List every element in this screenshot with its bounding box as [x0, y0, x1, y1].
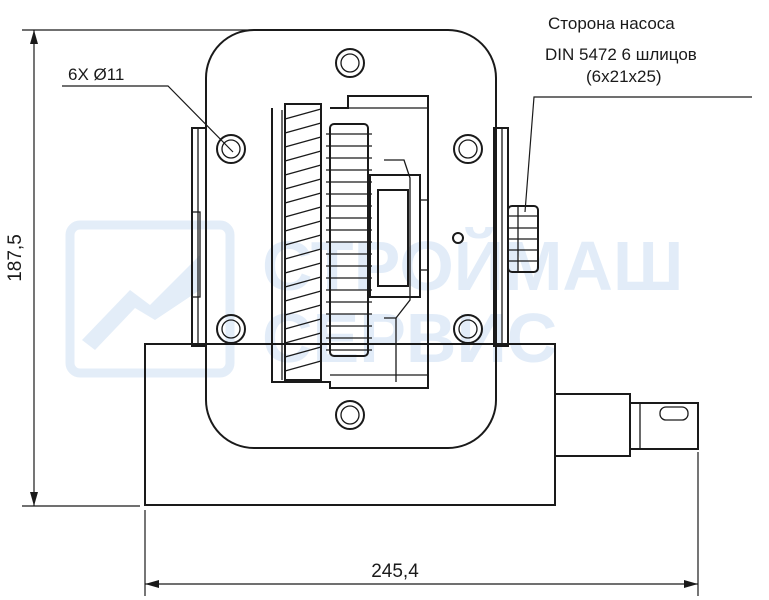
pump-side-spec: DIN 5472 6 шлицов — [545, 45, 697, 64]
pump-side-title: Сторона насоса — [548, 14, 675, 33]
pump-side-size: (6x21x25) — [586, 67, 662, 86]
width-dimension: 245,4 — [144, 452, 699, 596]
output-shaft — [554, 393, 699, 457]
mounting-hole — [335, 48, 365, 78]
watermark-logo-mark — [82, 255, 200, 350]
dim-arrow — [30, 492, 38, 506]
dim-arrow — [684, 580, 698, 588]
dim-arrow — [145, 580, 159, 588]
pump-side-callout: Сторона насоса DIN 5472 6 шлицов (6x21x2… — [524, 14, 752, 213]
shift-assembly — [369, 159, 428, 382]
helical-gear — [284, 103, 322, 381]
watermark: СТРОЙМАШ СЕРВИС — [65, 220, 683, 378]
height-label: 187,5 — [5, 234, 26, 282]
watermark-logo-box — [65, 220, 235, 378]
spur-gear — [326, 123, 372, 357]
width-label: 245,4 — [371, 561, 419, 582]
left-flange — [191, 127, 207, 347]
height-dimension: 187,5 — [5, 29, 280, 507]
mounting-holes — [216, 48, 483, 430]
mounting-hole — [216, 134, 246, 164]
mounting-hole — [453, 314, 483, 344]
mounting-hole — [335, 400, 365, 430]
pump-spline-shaft — [507, 205, 539, 273]
mounting-hole — [453, 134, 483, 164]
gear-window — [271, 95, 429, 389]
flange-plate — [205, 29, 497, 449]
holes-label: 6X Ø11 — [68, 65, 124, 84]
keyway — [659, 406, 689, 421]
center-hole — [452, 232, 464, 244]
mounting-hole — [216, 314, 246, 344]
watermark-line1: СТРОЙМАШ — [262, 226, 683, 305]
holes-callout: 6X Ø11 — [62, 65, 234, 153]
dim-arrow — [30, 30, 38, 44]
